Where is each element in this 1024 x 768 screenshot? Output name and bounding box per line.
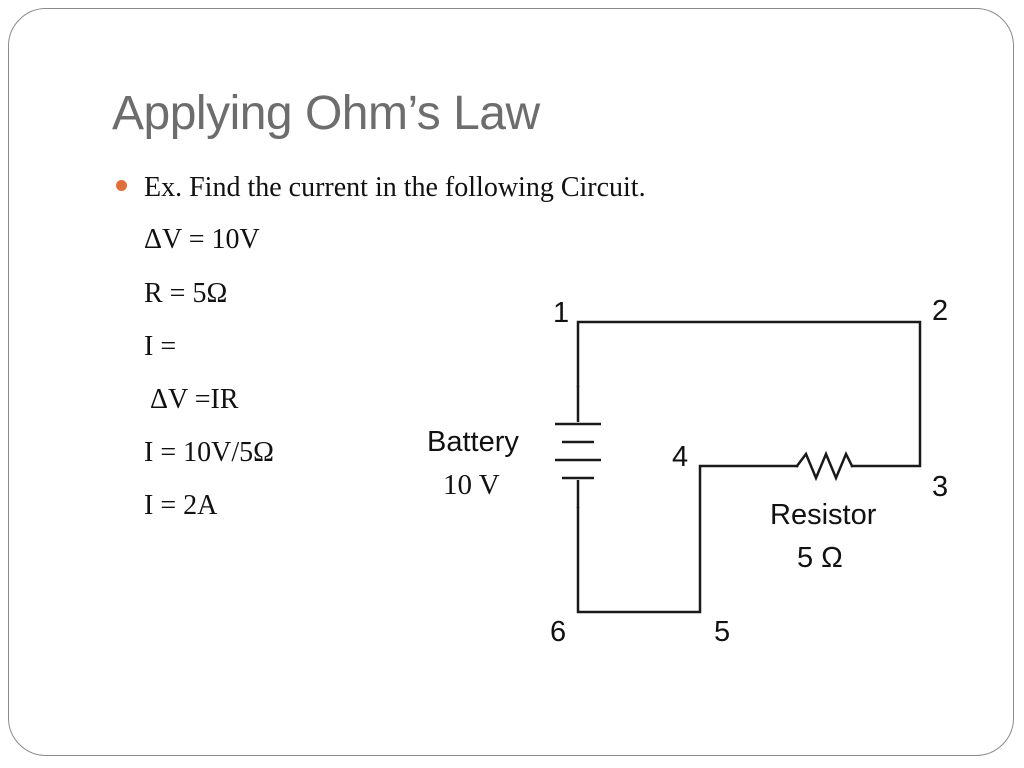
battery-value: 10 V <box>443 469 500 501</box>
given-resistance: R = 5Ω <box>144 278 228 309</box>
node-label-4: 4 <box>672 441 688 473</box>
answer-line: I = 2A <box>144 490 218 521</box>
bullet-dot-icon <box>116 180 127 191</box>
substitution-step: I = 10V/5Ω <box>144 437 274 468</box>
wire-top-right <box>576 320 922 468</box>
node-label-5: 5 <box>714 616 730 648</box>
resistor-label: Resistor <box>770 499 877 531</box>
resistor-icon <box>795 450 854 482</box>
node-label-1: 1 <box>553 297 569 329</box>
node-label-3: 3 <box>932 471 948 503</box>
wire-bottom-loop <box>576 464 799 614</box>
unknown-current: I = <box>144 331 177 362</box>
ohms-law-formula: ΔV =IR <box>150 384 239 415</box>
resistor-value: 5 Ω <box>797 542 843 574</box>
battery-icon <box>555 386 601 508</box>
node-label-2: 2 <box>932 295 948 327</box>
bullet-text: Ex. Find the current in the following Ci… <box>144 172 646 203</box>
slide-title: Applying Ohm’s Law <box>112 87 540 140</box>
slide-frame <box>8 8 1014 756</box>
node-label-6: 6 <box>550 616 566 648</box>
battery-label: Battery <box>427 426 519 458</box>
given-voltage: ΔV = 10V <box>144 224 260 255</box>
